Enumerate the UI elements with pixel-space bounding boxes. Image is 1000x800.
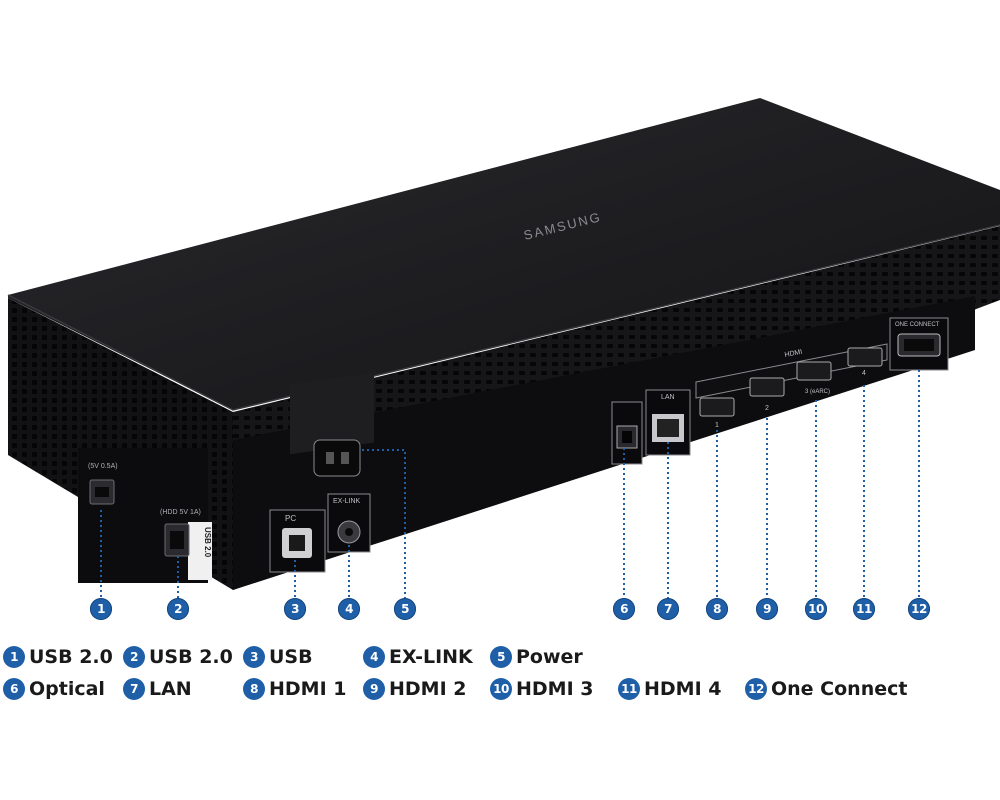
legend-badge: 2 xyxy=(123,646,145,668)
legend-label: Optical xyxy=(29,678,105,700)
legend-label: HDMI 4 xyxy=(644,678,722,700)
legend-badge: 9 xyxy=(363,678,385,700)
legend-badge: 1 xyxy=(3,646,25,668)
legend-item-10: 10 HDMI 3 xyxy=(490,677,593,701)
usb-left-1-port-label: (5V 0.5A) xyxy=(88,463,118,470)
legend-label: HDMI 1 xyxy=(269,678,347,700)
legend-item-1: 1 USB 2.0 xyxy=(3,645,113,669)
legend-badge: 8 xyxy=(243,678,265,700)
legend-item-12: 12 One Connect xyxy=(745,677,907,701)
hdmi-port-1[interactable] xyxy=(699,397,735,417)
legend-badge: 6 xyxy=(3,678,25,700)
callout-9: 9 xyxy=(756,598,778,620)
usb-left-2-port-label: (HDD 5V 1A) xyxy=(160,509,201,516)
legend-badge: 7 xyxy=(123,678,145,700)
hdmi-port-4[interactable] xyxy=(847,347,883,367)
lan-port-label: LAN xyxy=(661,394,675,401)
legend-label: Power xyxy=(516,646,583,668)
legend-item-4: 4 EX-LINK xyxy=(363,645,473,669)
leader-lines xyxy=(100,370,920,598)
legend-item-5: 5 Power xyxy=(490,645,583,669)
legend-item-11: 11 HDMI 4 xyxy=(618,677,721,701)
legend-label: EX-LINK xyxy=(389,646,473,668)
legend-item-2: 2 USB 2.0 xyxy=(123,645,233,669)
hdmi-2-port-label: 2 xyxy=(765,405,769,412)
callout-2: 2 xyxy=(167,598,189,620)
callout-10: 10 xyxy=(805,598,827,620)
callout-12: 12 xyxy=(908,598,930,620)
usb-pc-port-label: PC xyxy=(285,514,296,523)
legend-badge: 11 xyxy=(618,678,640,700)
legend-label: HDMI 2 xyxy=(389,678,467,700)
callout-5: 5 xyxy=(394,598,416,620)
callout-1: 1 xyxy=(90,598,112,620)
legend-label: USB 2.0 xyxy=(149,646,233,668)
legend-badge: 5 xyxy=(490,646,512,668)
legend-label: LAN xyxy=(149,678,192,700)
legend-badge: 4 xyxy=(363,646,385,668)
hdmi-4-port-label: 4 xyxy=(862,370,866,377)
legend-item-3: 3 USB xyxy=(243,645,313,669)
hdmi-port-2[interactable] xyxy=(749,377,785,397)
legend-badge: 12 xyxy=(745,678,767,700)
legend-badge: 3 xyxy=(243,646,265,668)
callout-3: 3 xyxy=(284,598,306,620)
legend-item-8: 8 HDMI 1 xyxy=(243,677,346,701)
legend-label: USB xyxy=(269,646,313,668)
device-top-surface xyxy=(8,98,1000,410)
hdmi-1-port-label: 1 xyxy=(715,422,719,429)
callout-8: 8 xyxy=(706,598,728,620)
callout-6: 6 xyxy=(613,598,635,620)
power-port[interactable] xyxy=(313,439,361,477)
one-connect-port-label: ONE CONNECT xyxy=(895,322,940,328)
exlink-port-label: EX-LINK xyxy=(333,498,361,505)
legend-label: USB 2.0 xyxy=(29,646,113,668)
legend-item-6: 6 Optical xyxy=(3,677,105,701)
callout-7: 7 xyxy=(657,598,679,620)
legend-item-7: 7 LAN xyxy=(123,677,192,701)
hdmi-port-3[interactable] xyxy=(796,361,832,381)
callout-4: 4 xyxy=(338,598,360,620)
legend-label: HDMI 3 xyxy=(516,678,594,700)
legend-badge: 10 xyxy=(490,678,512,700)
hdmi-port-label: HDMI xyxy=(784,349,803,359)
hdmi-3-port-label: 3 (eARC) xyxy=(805,389,830,395)
legend-item-9: 9 HDMI 2 xyxy=(363,677,466,701)
usb-side-port-label: USB 2.0 xyxy=(203,527,212,558)
callout-11: 11 xyxy=(853,598,875,620)
legend-label: One Connect xyxy=(771,678,908,700)
